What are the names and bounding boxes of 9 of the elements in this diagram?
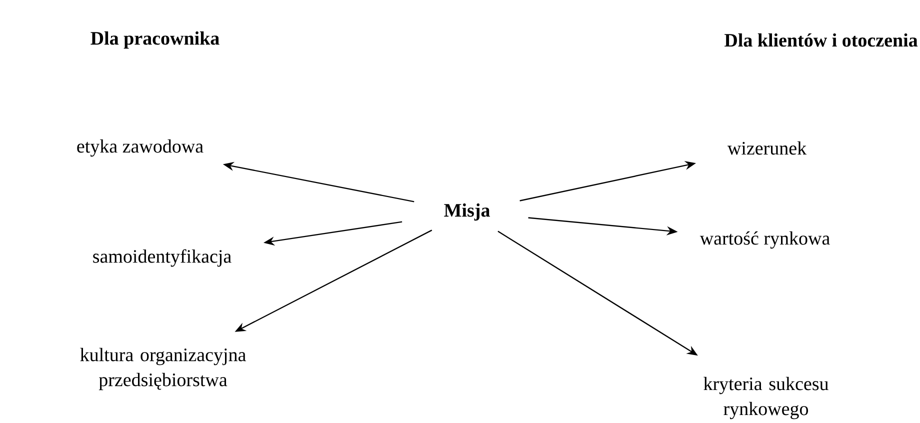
column-heading: Dla klientów i otoczenia xyxy=(724,33,918,47)
node-label: wizerunek xyxy=(727,141,807,155)
node-label: kryteria sukcesu rynkowego xyxy=(704,376,828,420)
mission-label: Misja xyxy=(444,203,490,221)
column-heading: Dla pracownika xyxy=(90,31,220,49)
node-label: kultura organizacyjna przedsiębiorstwa xyxy=(80,348,246,390)
node-label: samoidentyfikacja xyxy=(93,249,232,267)
node-label: etyka zawodowa xyxy=(77,139,204,157)
node-label: wartość rynkowa xyxy=(700,231,830,249)
